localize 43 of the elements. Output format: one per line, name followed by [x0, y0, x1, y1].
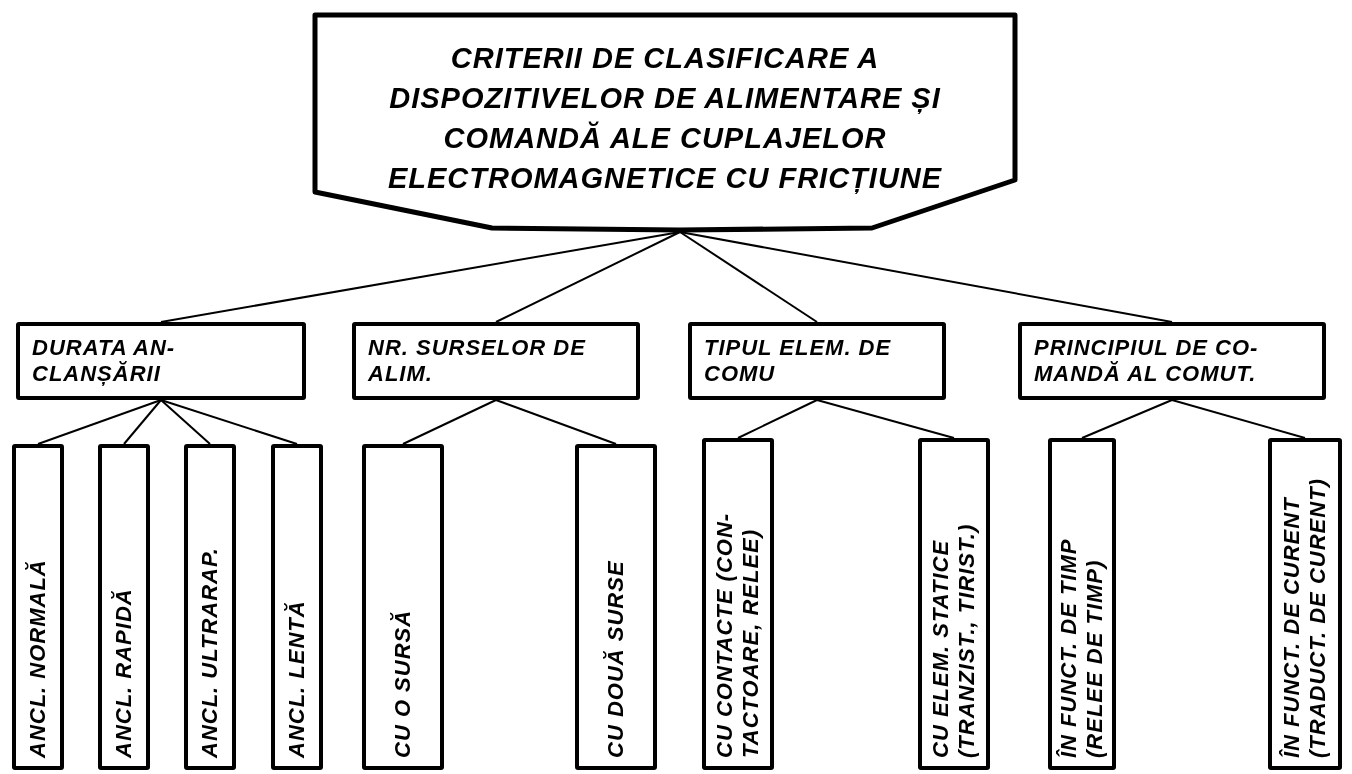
- category-box: [1018, 322, 1326, 400]
- category-box: [688, 322, 946, 400]
- option-box: [575, 444, 657, 770]
- category-label: PRINCIPIUL DE CO- MANDĂ AL COMUT.: [1034, 335, 1260, 387]
- option-label: ANCL. LENTĂ: [284, 599, 310, 758]
- connector-line: [737, 399, 818, 439]
- category-box: [16, 322, 306, 400]
- option-label: ÎN FUNCT. DE TIMP (RELEE DE TIMP): [1056, 538, 1108, 758]
- connector-line: [123, 399, 162, 445]
- connector-line: [495, 399, 617, 445]
- option-box: [918, 438, 990, 770]
- connector-line: [679, 231, 1173, 323]
- option-label: ANCL. NORMALĂ: [25, 558, 51, 758]
- option-box: [362, 444, 444, 770]
- connector-line: [160, 399, 298, 445]
- option-label: ÎN FUNCT. DE CURENT (TRADUCT. DE CURENT): [1279, 477, 1331, 758]
- option-box: [1048, 438, 1116, 770]
- connector-line: [1171, 399, 1306, 439]
- category-label: NR. SURSELOR DE ALIM.: [368, 335, 587, 387]
- category-label: DURATA AN- CLANȘĂRII: [32, 335, 177, 387]
- title-box: [312, 12, 1018, 234]
- connector-line: [495, 231, 681, 323]
- option-box: [12, 444, 64, 770]
- option-label: CU O SURSĂ: [390, 608, 416, 758]
- option-label: CU ELEM. STATICE (TRANZIST., TIRIST.): [928, 522, 980, 758]
- option-label: CU CONTACTE (CON- TACTOARE, RELEE): [712, 511, 764, 758]
- category-box: [352, 322, 640, 400]
- connector-line: [679, 231, 818, 323]
- option-label: ANCL. ULTRARAP.: [197, 546, 223, 758]
- connector-line: [402, 399, 497, 445]
- connector-line: [160, 399, 211, 445]
- option-label: CU DOUĂ SURSE: [603, 559, 629, 758]
- option-box: [271, 444, 323, 770]
- option-box: [702, 438, 774, 770]
- connector-line: [1081, 399, 1173, 439]
- category-label: TIPUL ELEM. DE COMU: [704, 335, 893, 387]
- connector-line: [37, 399, 162, 445]
- option-box: [184, 444, 236, 770]
- option-box: [98, 444, 150, 770]
- option-label: ANCL. RAPIDĂ: [111, 587, 137, 758]
- option-box: [1268, 438, 1342, 770]
- connector-line: [816, 399, 955, 439]
- title-text: CRITERII DE CLASIFICARE A DISPOZITIVELOR DE ALIMENTARE ȘI COMANDĂ ALE CUPLAJELOR ELECTROMAGNETICE CU FRICȚIUNE: [386, 41, 944, 196]
